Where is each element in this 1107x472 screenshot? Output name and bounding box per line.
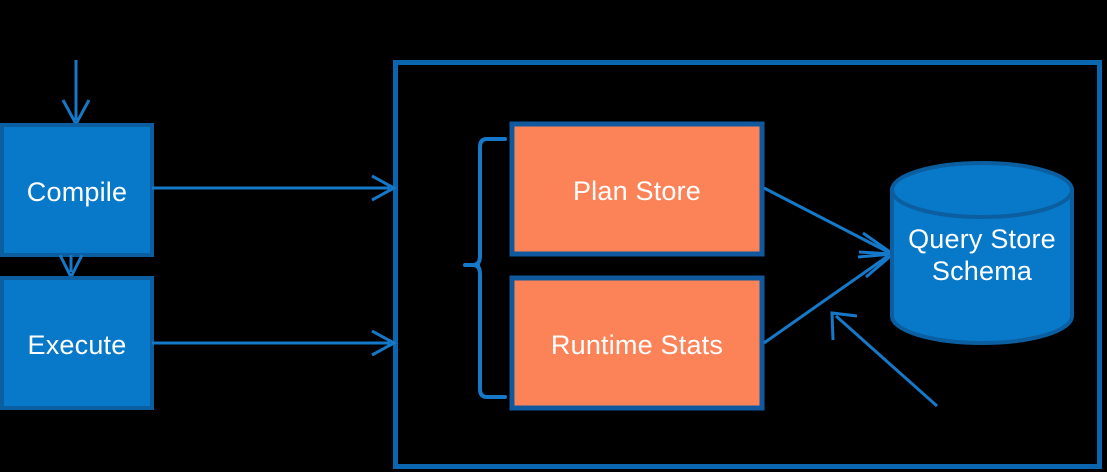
runtime-stats-to-schema-arrow — [763, 250, 897, 345]
execute-node[interactable] — [0, 276, 154, 410]
execute-to-query-store-arrow — [152, 329, 398, 357]
compile-node[interactable] — [0, 123, 154, 257]
plan-store-to-schema-arrow — [763, 186, 898, 259]
query-store-schema-node[interactable] — [890, 161, 1074, 345]
compile-to-query-store-arrow — [152, 174, 398, 202]
input-to-compile-arrow — [61, 60, 91, 128]
query-store-boundary — [393, 60, 1102, 469]
external-to-schema-arrow — [830, 311, 938, 408]
plan-store-node[interactable] — [509, 121, 765, 257]
runtime-stats-node[interactable] — [509, 275, 765, 411]
compile-to-execute-arrow — [58, 254, 84, 281]
stores-bracket — [463, 137, 507, 399]
